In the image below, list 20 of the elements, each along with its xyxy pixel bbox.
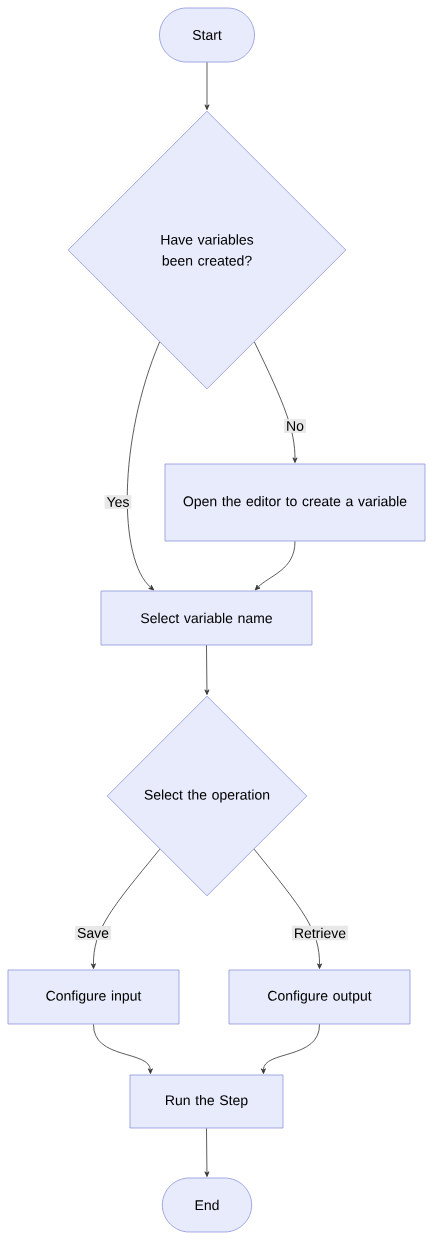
arrow (204, 62, 210, 110)
edge-label: No (284, 419, 306, 433)
process-box: Run the Step (129, 1074, 284, 1129)
terminal-box: Start (159, 7, 255, 63)
process-box: Configure output (228, 969, 411, 1025)
process-box: Configure input (7, 969, 180, 1025)
arrow (260, 1024, 320, 1074)
arrow (204, 1128, 210, 1177)
arrow (90, 848, 161, 969)
arrow (254, 541, 296, 591)
edge-label: Yes (104, 495, 132, 509)
arrow (126, 341, 160, 591)
edge-label: Save (75, 926, 111, 940)
process-box: Open the editor to create a variable (164, 463, 426, 542)
arrow (254, 341, 298, 463)
arrow (93, 1024, 153, 1074)
arrow (204, 645, 210, 695)
arrow (253, 848, 323, 969)
process-box: Select variable name (100, 590, 313, 646)
terminal-box: End (161, 1177, 253, 1233)
